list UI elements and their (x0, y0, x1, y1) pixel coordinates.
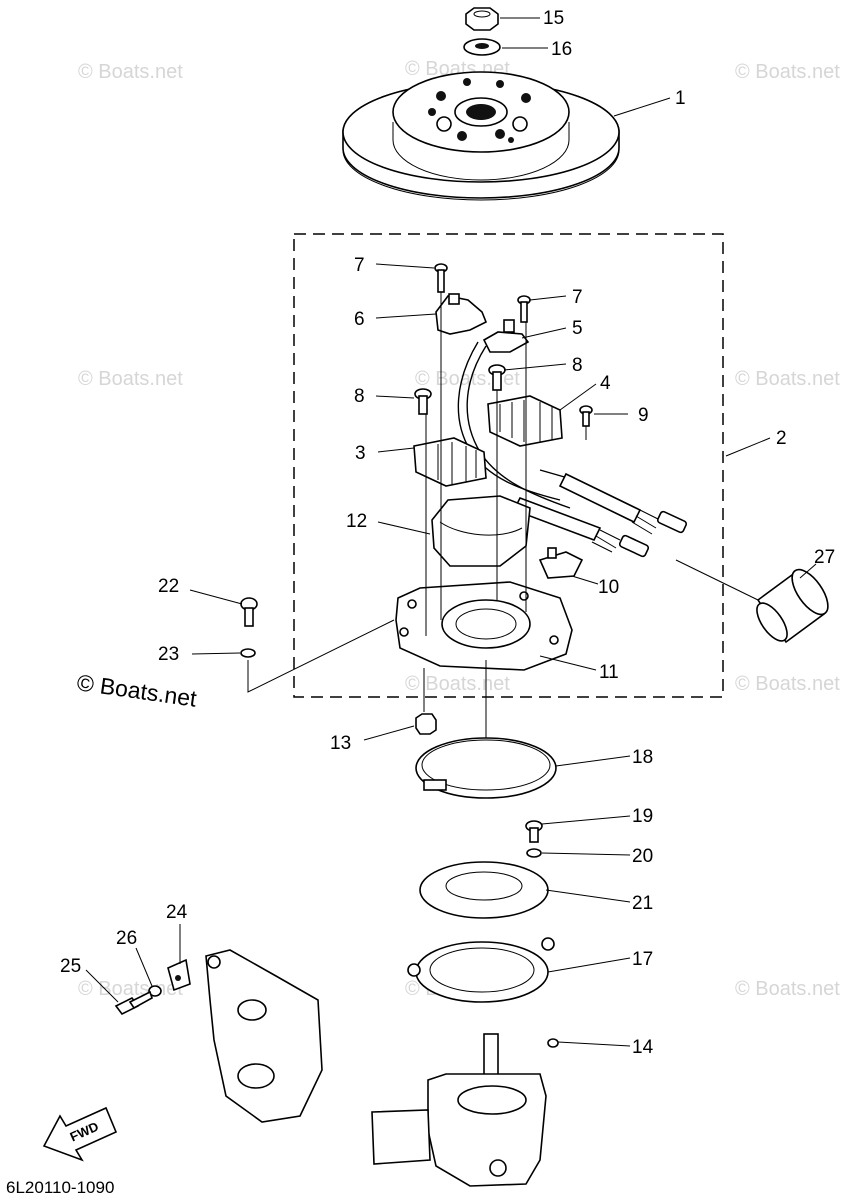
callout-19: 19 (632, 806, 653, 827)
watermark: © Boats.net (735, 368, 840, 390)
callout-1: 1 (675, 88, 686, 109)
callout-14: 14 (632, 1037, 654, 1058)
leader-line (247, 619, 395, 693)
part-10-clamp (538, 547, 584, 579)
watermark: © Boats.net (735, 978, 840, 1000)
callout-12: 12 (346, 511, 367, 532)
watermark: © Boats.net (78, 61, 183, 83)
callout-13: 13 (330, 733, 351, 754)
part-4-pulser-coil (487, 395, 563, 447)
part-16-washer (463, 38, 501, 56)
callout-22: 22 (158, 576, 179, 597)
callout-4: 4 (600, 373, 611, 394)
watermark: © Boats.net (735, 673, 840, 695)
callout-leaders (85, 17, 817, 1047)
mount-bracket (205, 949, 323, 1123)
fwd-arrow: FWD (42, 1106, 118, 1162)
callout-7: 7 (572, 287, 583, 308)
watermark: © Boats.net (735, 61, 840, 83)
part-7-screw (517, 295, 531, 323)
part-3-charge-coil (413, 437, 487, 487)
part-8-screw (414, 388, 432, 415)
callout-24: 24 (166, 902, 188, 923)
callout-5: 5 (572, 318, 583, 339)
callout-8: 8 (354, 386, 365, 407)
drawing-code: 6L20110-1090 (6, 1178, 114, 1197)
callout-11: 11 (599, 662, 619, 683)
callout-2: 2 (776, 428, 787, 449)
part-19-screw (525, 820, 543, 843)
part-1-flywheel (342, 71, 620, 201)
callout-15: 15 (543, 8, 564, 29)
part-14-dowel (547, 1038, 559, 1048)
part-22-bolt (240, 597, 258, 627)
callout-23: 23 (158, 644, 179, 665)
callout-21: 21 (632, 893, 653, 914)
callout-7: 7 (354, 255, 365, 276)
callout-labels: 15 16 1 2 3 4 5 6 7 7 8 8 9 10 11 12 13 … (60, 8, 835, 1058)
callout-20: 20 (632, 846, 653, 867)
stator-assembly-box (293, 233, 724, 698)
part-9-screw (579, 405, 593, 427)
part-5-bracket (482, 319, 530, 353)
part-20-washer (526, 848, 542, 858)
callout-6: 6 (354, 309, 365, 330)
watermark: © Boats.net (78, 978, 183, 1000)
brand-label: © Boats.net (75, 669, 199, 712)
part-21-plate (419, 861, 549, 919)
part-12-ring-bracket (431, 495, 531, 567)
part-17-gasket (407, 937, 555, 1003)
part-6-bracket (435, 293, 488, 335)
part-27-cap (756, 568, 829, 644)
part-11-base-plate (395, 581, 573, 671)
callout-27: 27 (814, 547, 835, 568)
part-7-screw (434, 263, 448, 293)
callout-3: 3 (355, 443, 366, 464)
part-15-nut (465, 7, 499, 31)
watermark: © Boats.net (405, 673, 510, 695)
part-25-screw (114, 990, 153, 1016)
part-23-washer (240, 648, 256, 658)
callout-8: 8 (572, 355, 583, 376)
callout-17: 17 (632, 949, 653, 970)
callout-10: 10 (598, 577, 619, 598)
callout-26: 26 (116, 928, 137, 949)
callout-9: 9 (638, 405, 649, 426)
crankcase (371, 1033, 547, 1187)
part-26-washer (148, 985, 162, 997)
part-8-screw (488, 364, 506, 391)
part-13-bolt (415, 713, 437, 735)
part-18-retaining-ring (415, 737, 557, 799)
watermark: © Boats.net (78, 368, 183, 390)
callout-18: 18 (632, 747, 653, 768)
callout-16: 16 (551, 39, 572, 60)
callout-25: 25 (60, 956, 81, 977)
